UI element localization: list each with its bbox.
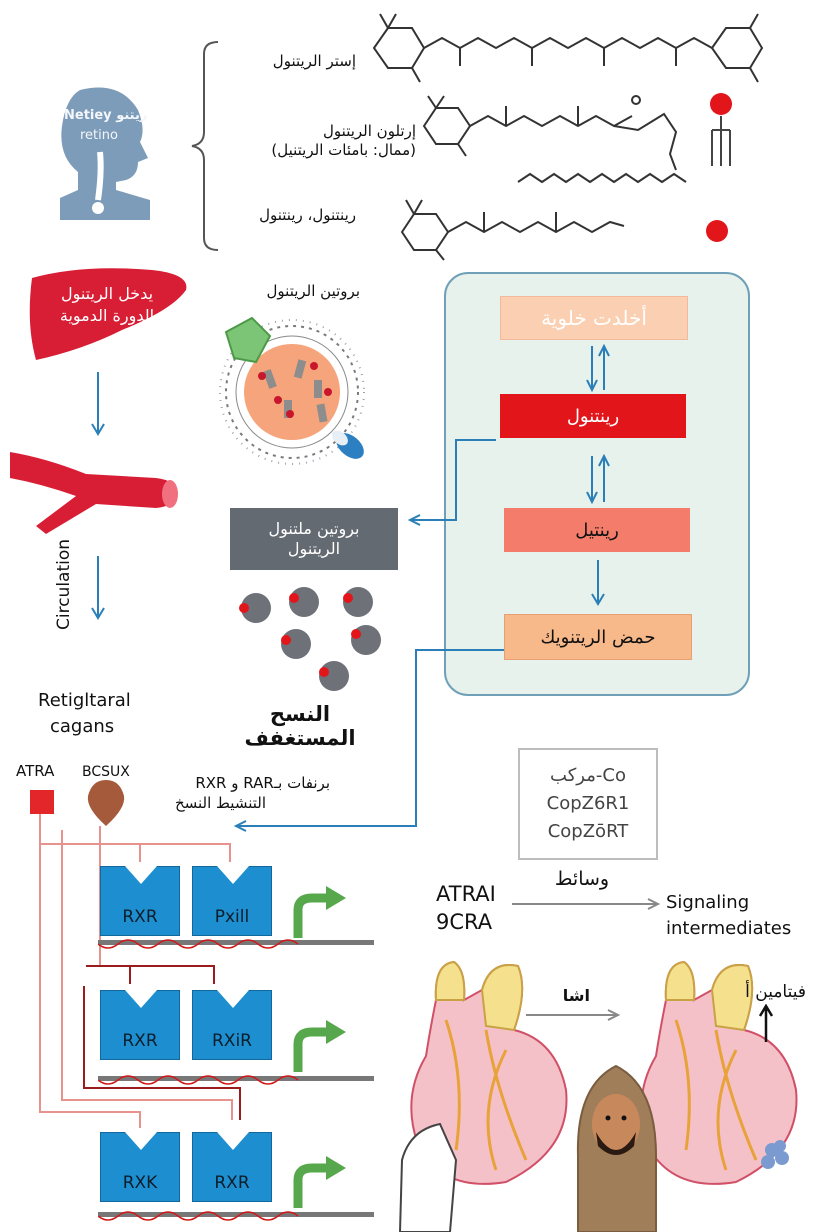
liver-label-1: يدخل الريتنول xyxy=(60,284,154,303)
liver: يدخل الريتنول الدورة الدموية xyxy=(22,264,192,364)
transcription-arrow-icon-1 xyxy=(293,886,346,938)
receptor-1-right: Pxill xyxy=(192,866,272,936)
rbp-label-1: بروتين ملتنول xyxy=(268,519,360,538)
stage-retinol-label: رينتنول xyxy=(566,405,620,427)
retinol-protein-structure xyxy=(422,95,678,171)
source-label-ester: إستر الريتنول xyxy=(272,52,356,70)
receptor-3-right: RXR xyxy=(192,1132,272,1202)
stage-cellular-stores: أخلدت خلوية xyxy=(500,296,688,340)
tissue-label: النسح المستغفف xyxy=(244,702,356,750)
receptor-3-left: RXK xyxy=(100,1132,180,1202)
atra-9cra-label-2: 9CRA xyxy=(436,910,493,934)
stage-retinoic-acid-label: حمض الريتنويك xyxy=(540,626,656,648)
transcription-arrow-icon-3 xyxy=(293,1156,346,1208)
compound-line-3: CopZōRT xyxy=(547,821,629,842)
receptor-3-left-label: RXK xyxy=(122,1173,158,1193)
arrow-down-icon-3 xyxy=(591,560,605,606)
bcsux-label: BCSUX xyxy=(82,764,130,780)
atra-9cra-label-1: ATRAI xyxy=(436,882,496,906)
receptor-1-left: RXR xyxy=(100,866,180,936)
arrow-down-icon xyxy=(91,372,105,436)
receptor-2-right: RXiR xyxy=(192,990,272,1060)
head-illustration: Netiey ريتنو retino xyxy=(50,80,160,220)
stage-cellular-stores-label: أخلدت خلوية xyxy=(541,306,647,330)
retinyl-ester-structure xyxy=(372,13,764,83)
head-text-2: retino xyxy=(80,128,118,143)
retinol-binding-protein-box: بروتين ملتنول الريتنول xyxy=(230,508,398,570)
retinol-structure xyxy=(400,199,625,261)
signaling-label-1: Signaling xyxy=(666,892,750,913)
arrow-down-icon-2 xyxy=(91,556,105,620)
bidirectional-arrow-icon-2 xyxy=(586,454,610,504)
retinol-dot-icon xyxy=(706,220,728,242)
receptor-2-left: RXR xyxy=(100,990,180,1060)
arrow-right-icon xyxy=(512,898,661,910)
ligand-drop-icon xyxy=(87,780,125,826)
arrow-right-icon-2 xyxy=(526,1009,621,1021)
dna-strand-1 xyxy=(98,940,374,945)
doctor-coat-icon xyxy=(398,1122,458,1232)
arrow-up-icon xyxy=(758,1004,774,1042)
lipoprotein-particle-icon xyxy=(219,316,365,465)
signaling-label-2: intermediates xyxy=(666,918,792,939)
lipoprotein-label: بروتين الريتنول xyxy=(266,282,360,300)
heart-healthy-icon xyxy=(410,960,568,1185)
compound-line-1: مركب-Co xyxy=(550,765,626,786)
atra-square-icon xyxy=(30,790,54,814)
retinoid-label-2: cagans xyxy=(50,716,115,737)
fatty-chain-structure xyxy=(517,172,687,184)
brace-icon xyxy=(191,41,219,251)
liver-icon xyxy=(29,268,187,360)
receptor-1-left-label: RXR xyxy=(122,907,158,927)
source-label-retinol: رينتنول، رينتنول xyxy=(259,206,356,224)
person-icon xyxy=(576,1064,657,1232)
source-label-retinol-protein: إرتلون الريتنول (ممال: بامئات الريتنيل) xyxy=(271,122,416,159)
stage-retinal-label: رينتيل xyxy=(575,519,619,541)
dna-wave-3 xyxy=(98,1211,299,1221)
vitamin-a-label: فيتامين أ xyxy=(745,982,806,1002)
receptor-1-right-label: Pxill xyxy=(214,907,250,927)
mediators-label: وسائط xyxy=(554,868,610,890)
lipid-tail-icon xyxy=(710,93,732,166)
receptor-3-right-label: RXR xyxy=(214,1173,250,1193)
stage-retinoic-acid: حمض الريتنويك xyxy=(504,614,692,660)
transcription-arrow-icon-2 xyxy=(293,1020,346,1072)
transcription-label-2: التنشيط النسخ xyxy=(174,794,266,812)
stage-retinal: رينتيل xyxy=(504,508,690,552)
atra-label: ATRA xyxy=(16,762,55,780)
head-silhouette-icon xyxy=(60,87,150,220)
stage-retinol: رينتنول xyxy=(500,394,686,438)
compound-line-2: CopZ6R1 xyxy=(546,793,630,814)
transcription-label-1: برنفات بـRAR و RXR xyxy=(195,774,330,792)
retinoid-label-1: Retigltaral xyxy=(38,690,131,711)
rbp-label-2: الريتنول xyxy=(287,539,341,558)
dna-wave-1 xyxy=(98,939,299,949)
heart-diseased-icon xyxy=(640,960,798,1185)
liver-label-2: الدورة الدموية xyxy=(59,306,155,325)
dna-strand-3 xyxy=(98,1212,374,1217)
heart-arrow-label: اشا xyxy=(562,986,590,1005)
tissue-particles-icon xyxy=(239,587,381,691)
bidirectional-arrow-icon xyxy=(586,344,610,392)
receptor-2-left-label: RXR xyxy=(122,1031,158,1051)
dna-strand-2 xyxy=(98,1076,374,1081)
head-text-1: Netiey ريتنو xyxy=(64,108,148,123)
blood-vessel-icon xyxy=(10,452,178,534)
compound-box: مركب-Co CopZ6R1 CopZōRT xyxy=(518,748,658,860)
dna-wave-2 xyxy=(98,1075,299,1085)
receptor-2-right-label: RXiR xyxy=(212,1031,252,1051)
